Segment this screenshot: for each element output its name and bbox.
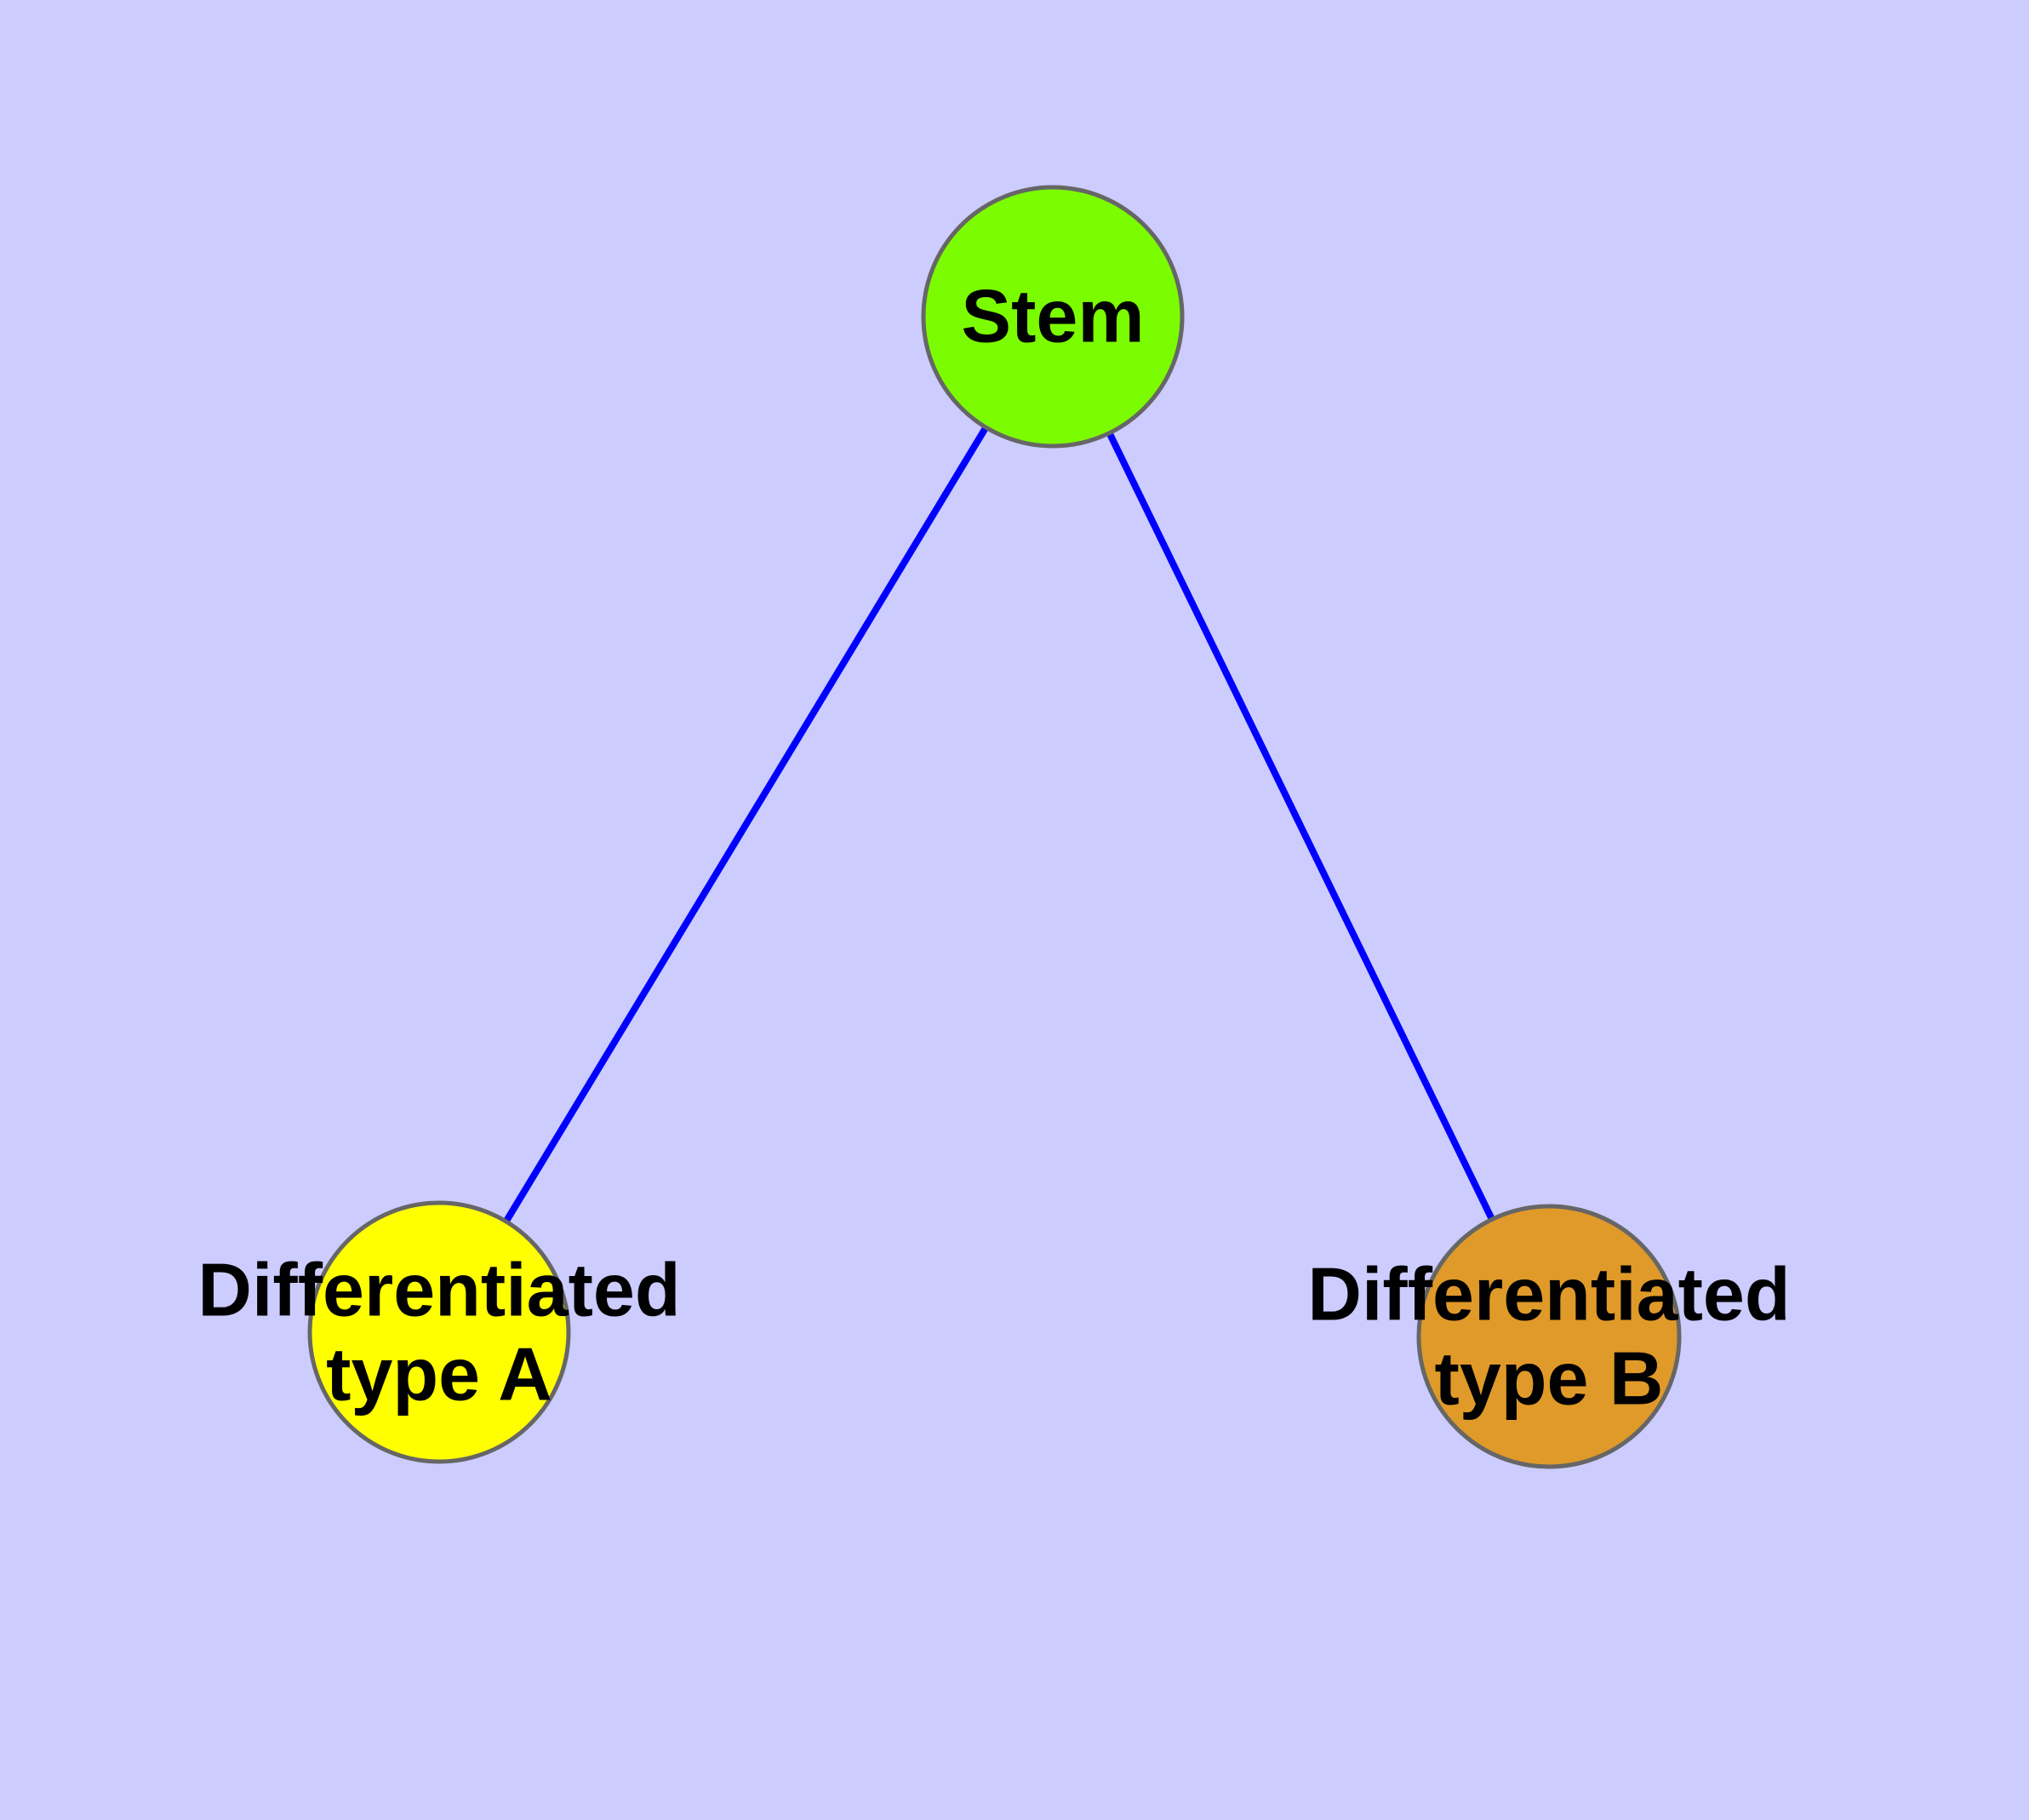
node-layer [307, 185, 1682, 1469]
edge-stem-to-a[interactable] [436, 314, 1056, 1335]
node-diff_a[interactable] [307, 1200, 571, 1464]
edge-layer [436, 314, 1552, 1338]
node-stem[interactable] [921, 185, 1185, 449]
node-diff_b[interactable] [1416, 1204, 1682, 1469]
edge-stem-to-b[interactable] [1049, 315, 1552, 1338]
